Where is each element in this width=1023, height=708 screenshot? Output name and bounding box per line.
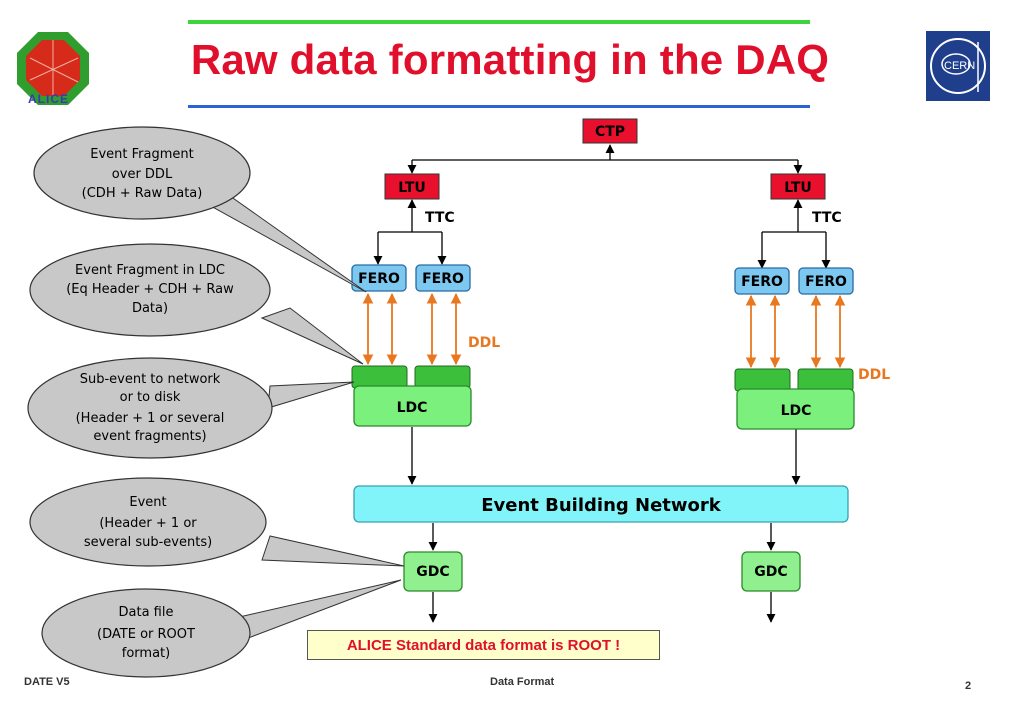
callout-pointers [198, 195, 405, 641]
callout-4-line-3: several sub-events) [84, 535, 212, 550]
ctp-ltu-connectors [373, 144, 831, 623]
callout-4-line-2: (Header + 1 or [99, 516, 197, 531]
ldc-right: LDC [734, 368, 855, 430]
callout-5-line-2: (DATE or ROOT [97, 627, 195, 642]
ltu-left-label: LTU [398, 180, 426, 196]
callout-fragment-ldc: Event Fragment in LDC (Eq Header + CDH +… [29, 243, 271, 337]
ebn-label: Event Building Network [481, 495, 722, 516]
fero-right-2: FERO [798, 267, 854, 295]
ddl-links [362, 292, 846, 369]
callout-2-line-3: Data) [132, 301, 168, 316]
ctp-label: CTP [595, 124, 625, 140]
callout-2-line-2: (Eq Header + CDH + Raw [66, 282, 234, 297]
gdc-right-label: GDC [754, 564, 787, 580]
callout-3-line-1: Sub-event to network [80, 372, 221, 387]
fero-left-1: FERO [351, 264, 407, 292]
title-top-rule [188, 20, 810, 24]
fero-right-1-label: FERO [741, 274, 783, 290]
page-title: Raw data formatting in the DAQ [190, 36, 830, 83]
ttc-right-label: TTC [812, 210, 842, 226]
callout-fragment-ddl: Event Fragment over DDL (CDH + Raw Data) [33, 126, 251, 220]
fero-right-2-label: FERO [805, 274, 847, 290]
ttc-left-label: TTC [425, 210, 455, 226]
cern-logo: CERN [926, 31, 990, 101]
ldc-right-label: LDC [781, 403, 812, 419]
callout-1-line-3: (CDH + Raw Data) [82, 186, 203, 201]
ldc-left-label: LDC [397, 400, 428, 416]
footer-center: Data Format [490, 676, 555, 688]
callout-5-line-3: format) [122, 646, 170, 661]
ddl-left-label: DDL [468, 335, 500, 351]
cern-logo-text: CERN [944, 60, 975, 72]
page-number: 2 [965, 680, 972, 692]
callout-3-line-3: (Header + 1 or several [76, 411, 225, 426]
fero-left-2-label: FERO [422, 271, 464, 287]
ctp-box: CTP [582, 118, 638, 144]
ltu-right-box: LTU [770, 173, 826, 200]
callout-5-line-1: Data file [119, 605, 174, 620]
alice-logo-text: ALICE [28, 92, 69, 106]
callout-3-line-2: or to disk [120, 390, 181, 405]
ltu-left-box: LTU [384, 173, 440, 200]
callout-1-line-2: over DDL [112, 167, 173, 182]
callout-sub-event: Sub-event to network or to disk (Header … [27, 357, 273, 459]
fero-left-2: FERO [415, 264, 471, 292]
callout-1-line-1: Event Fragment [90, 147, 193, 162]
footer-left: DATE V5 [24, 676, 70, 688]
title-bottom-rule [188, 105, 810, 108]
callout-event: Event (Header + 1 or several sub-events) [29, 477, 267, 567]
callout-4-line-1: Event [129, 495, 166, 510]
gdc-left-label: GDC [416, 564, 449, 580]
ddl-right-label: DDL [858, 367, 890, 383]
root-format-note: ALICE Standard data format is ROOT ! [307, 630, 660, 660]
fero-right-1: FERO [734, 267, 790, 295]
event-building-network: Event Building Network [353, 485, 849, 523]
gdc-left: GDC [403, 551, 463, 592]
alice-logo: ALICE [17, 32, 89, 106]
callout-3-line-4: event fragments) [93, 429, 206, 444]
callout-data-file: Data file (DATE or ROOT format) [41, 588, 251, 678]
gdc-right: GDC [741, 551, 801, 592]
fero-left-1-label: FERO [358, 271, 400, 287]
ltu-right-label: LTU [784, 180, 812, 196]
ldc-left: LDC [351, 365, 472, 427]
callout-2-line-1: Event Fragment in LDC [75, 263, 225, 278]
